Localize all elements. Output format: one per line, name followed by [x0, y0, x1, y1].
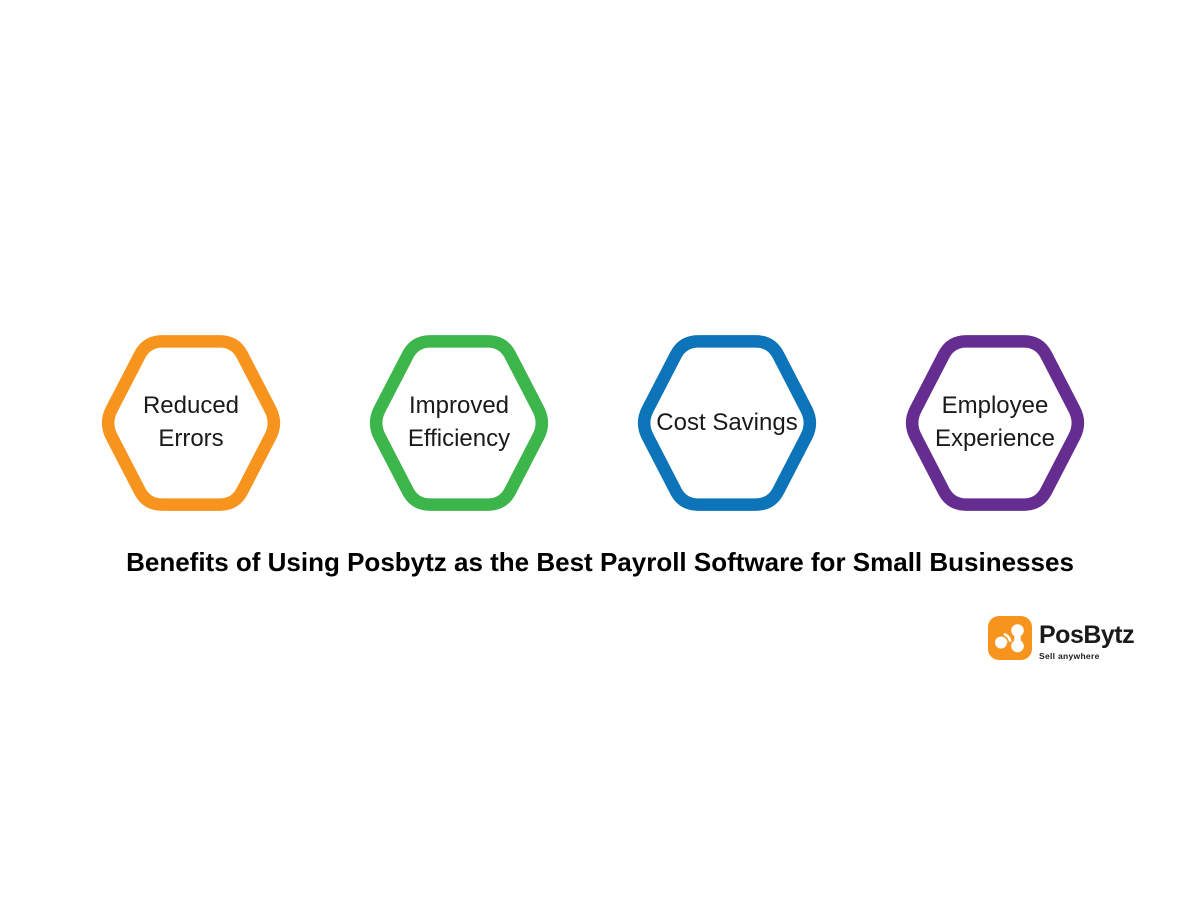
posbytz-logo-text: PosBytz Sell anywhere	[1039, 621, 1135, 662]
hexagon-outline-icon	[101, 335, 281, 511]
posbytz-logo: PosBytz Sell anywhere	[988, 616, 1135, 662]
hexagon-employee-experience: Employee Experience	[899, 330, 1091, 516]
benefits-hexagon-row: Reduced Errors Improved Efficiency Cost …	[95, 330, 1091, 516]
hexagon-cost-savings: Cost Savings	[631, 330, 823, 516]
hexagon-reduced-errors: Reduced Errors	[95, 330, 287, 516]
hexagon-outline-icon	[637, 335, 817, 511]
hexagon-outline-icon	[905, 335, 1085, 511]
hexagon-label: Improved Efficiency	[407, 392, 511, 452]
brand-tagline: Sell anywhere	[1039, 651, 1100, 661]
posbytz-logo-icon	[988, 616, 1032, 660]
hexagon-label: Cost Savings	[656, 408, 798, 436]
hexagon-outline-icon	[369, 335, 549, 511]
page-title: Benefits of Using Posbytz as the Best Pa…	[126, 547, 1074, 577]
hexagon-label: Reduced Errors	[142, 392, 240, 452]
brand-name: PosBytz	[1039, 621, 1135, 649]
hexagon-label: Employee Experience	[934, 392, 1056, 452]
hexagon-improved-efficiency: Improved Efficiency	[363, 330, 555, 516]
